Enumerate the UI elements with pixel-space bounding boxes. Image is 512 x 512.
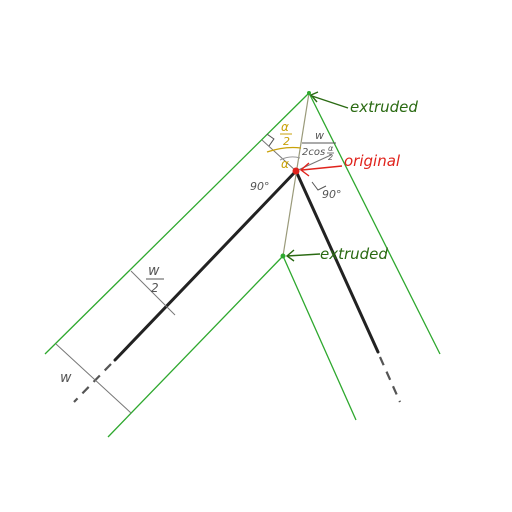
- original-right-dashed-continuation: [378, 356, 402, 403]
- arrow-extruded-top: [309, 91, 349, 109]
- label-w-over-2cos-alpha-half: w 2cos α 2: [302, 129, 336, 162]
- original-left-dashed-continuation: [73, 363, 112, 403]
- miter-alpha-denominator: 2: [328, 153, 333, 162]
- original-point: [292, 167, 300, 175]
- original-right-segment: [294, 169, 380, 354]
- alpha-half-arc: [266, 146, 302, 153]
- label-extruded-mid: extruded: [320, 245, 388, 263]
- label-90-right: 90°: [322, 188, 342, 201]
- label-extruded-top: extruded: [350, 98, 418, 116]
- miter-denominator: 2cos: [302, 147, 325, 158]
- w-dimension-line: [55, 343, 132, 414]
- extruded-point-mid: [280, 253, 286, 259]
- perpendicular-to-right-edge: [295, 154, 332, 172]
- w-half-dimension-line: [130, 270, 176, 316]
- miter-alpha-numerator: α: [328, 144, 334, 153]
- inner-right-extruded-edge: [282, 255, 357, 421]
- label-90-left: 90°: [250, 180, 270, 193]
- inner-left-extruded-edge: [107, 255, 284, 438]
- perpendicular-to-left-edge: [261, 139, 297, 172]
- right-angle-marker-right: [311, 181, 327, 191]
- alpha-half-numerator: α: [281, 120, 289, 134]
- label-original: original: [344, 152, 401, 170]
- miter-numerator: w: [315, 129, 324, 142]
- original-left-segment: [113, 169, 298, 362]
- outer-left-extruded-edge: [44, 92, 310, 355]
- right-angle-marker-left: [266, 133, 275, 147]
- label-w-left: w: [60, 370, 72, 386]
- extruded-point-top: [307, 91, 311, 95]
- label-alpha: α: [281, 157, 289, 171]
- label-alpha-over-2: α 2: [280, 120, 292, 148]
- w-half-numerator: w: [148, 263, 160, 279]
- outer-right-extruded-edge: [308, 92, 441, 355]
- alpha-arc: [279, 156, 301, 161]
- arrow-original: [299, 162, 343, 177]
- w-half-denominator: 2: [151, 281, 159, 295]
- alpha-half-denominator: 2: [283, 135, 290, 148]
- arrow-extruded-mid: [285, 249, 321, 262]
- label-w-over-2: w 2: [146, 263, 164, 295]
